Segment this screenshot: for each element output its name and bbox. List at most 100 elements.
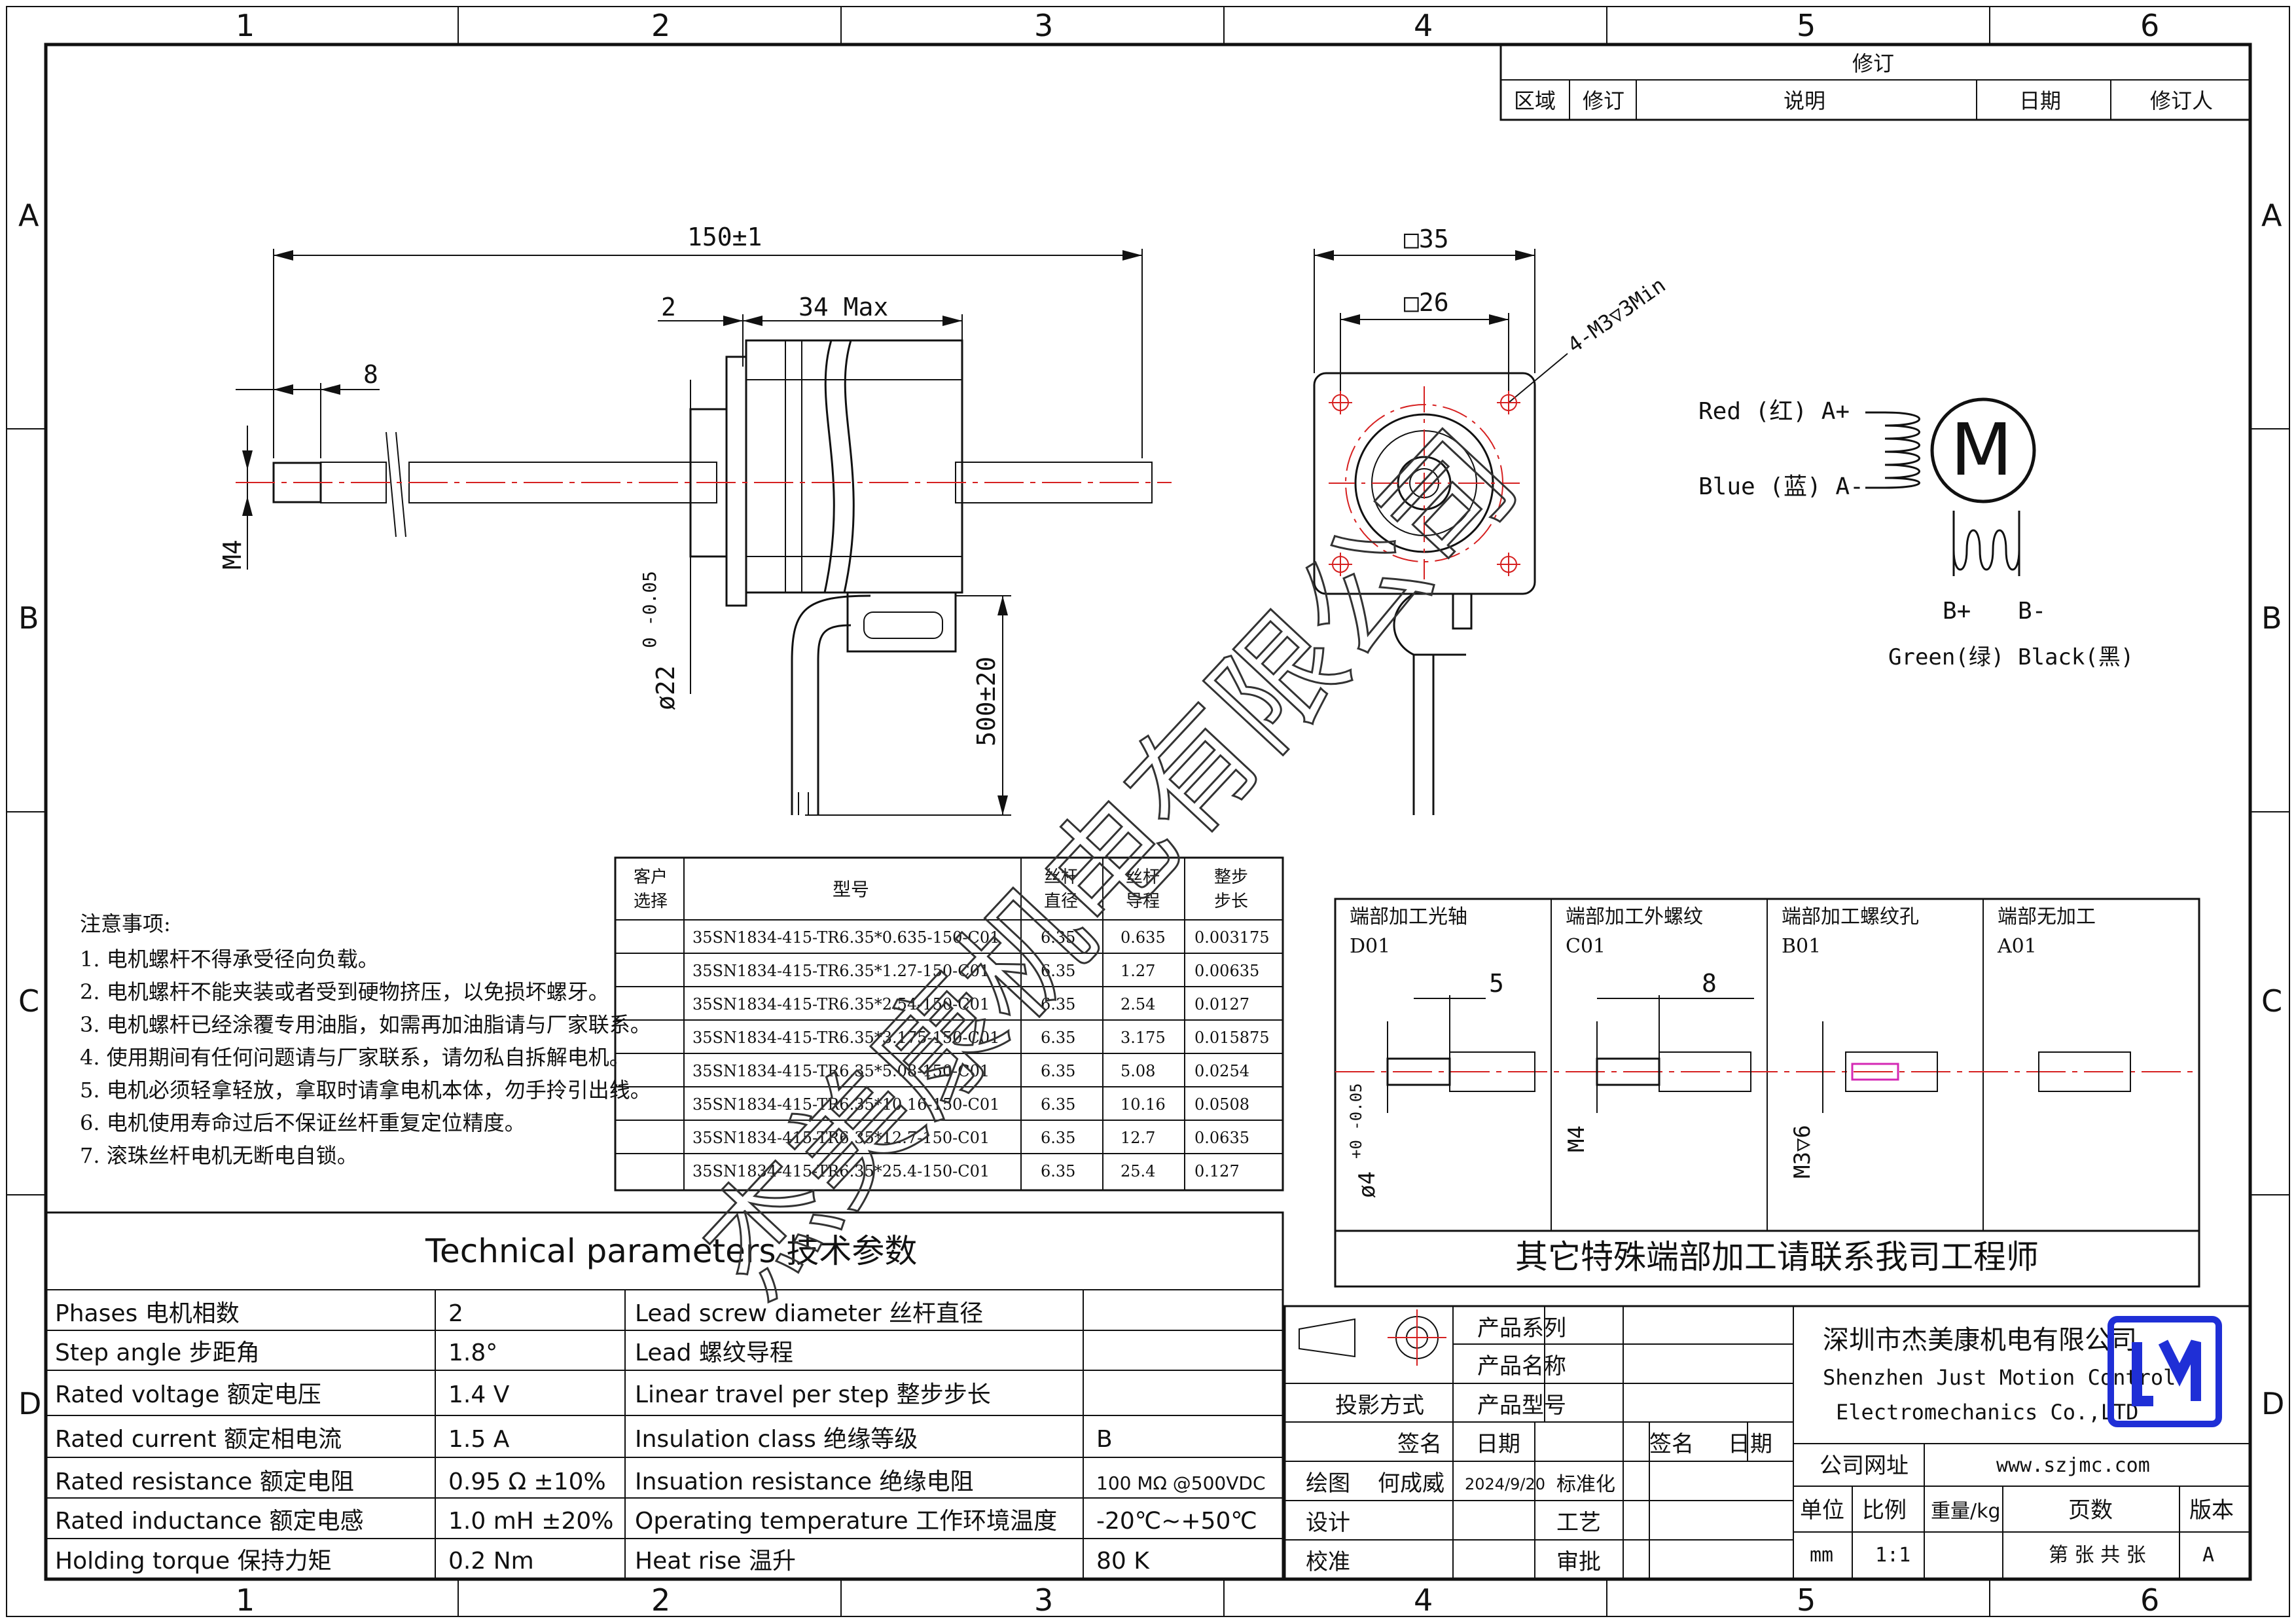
tech-param-label: Rated current 额定相电流 <box>55 1426 342 1453</box>
tb-sign-label: 签名 <box>1397 1431 1442 1457</box>
frame-row-a: A <box>18 198 39 233</box>
motor-coil-icon <box>1865 397 2036 576</box>
model-cell-type: 35SN1834-415-TR6.35*1.27-150-C01 <box>692 962 990 980</box>
tb-scale: 1:1 <box>1875 1544 1910 1567</box>
tech-param-value: 1.0 mH ±20% <box>448 1508 613 1535</box>
frame-row-d-right: D <box>2261 1386 2284 1421</box>
tb-version: A <box>2202 1544 2214 1567</box>
tb-draw-date: 2024/9/20 <box>1465 1475 1545 1493</box>
tb-product-model: 产品型号 <box>1477 1393 1566 1419</box>
tech-param-label: Operating temperature 工作环境温度 <box>635 1508 1057 1535</box>
frame-row-d: D <box>18 1386 41 1421</box>
end-c01-thread: M4 <box>1564 1125 1590 1152</box>
tech-param-value: 1.8° <box>448 1340 497 1366</box>
frame-col-4-bottom: 4 <box>1414 1582 1433 1618</box>
tech-param-label: Rated inductance 额定电感 <box>55 1508 364 1535</box>
model-cell-type: 35SN1834-415-TR6.35*5.08-150-C01 <box>692 1062 990 1080</box>
side-view: □35 □26 4-M3▽3Min <box>1313 225 1670 815</box>
model-cell-step: 0.003175 <box>1194 928 1270 947</box>
model-header-model: 型号 <box>833 879 869 900</box>
tb-version-label: 版本 <box>2189 1497 2234 1523</box>
frame-row-c-right: C <box>2261 983 2282 1019</box>
model-cell-step: 0.0635 <box>1194 1129 1249 1147</box>
frame-row-a-right: A <box>2261 198 2282 233</box>
frame-col-5: 5 <box>1797 8 1816 43</box>
tech-param-value: 1.4 V <box>448 1381 510 1408</box>
dim-boss-diameter: ø22 <box>651 665 680 710</box>
frame-row-b: B <box>18 600 39 636</box>
tech-param-value: 80 K <box>1096 1548 1150 1575</box>
model-header-diameter-2: 直径 <box>1044 892 1078 911</box>
end-option-code: A01 <box>1997 935 2037 958</box>
model-cell-diameter: 6.35 <box>1041 962 1075 980</box>
note-item: 1. 电机螺杆不得承受径向负载。 <box>80 947 379 972</box>
dim-end-length: 8 <box>363 360 378 389</box>
tb-website-label: 公司网址 <box>1820 1453 1909 1479</box>
tb-pages-label: 页数 <box>2068 1497 2113 1523</box>
end-option-title: 端部加工螺纹孔 <box>1782 905 1919 928</box>
end-option-title: 端部加工光轴 <box>1350 905 1467 928</box>
tech-param-value: 100 MΩ @500VDC <box>1096 1472 1266 1494</box>
wire-b-minus: B- <box>2018 598 2046 625</box>
note-item: 4. 使用期间有任何问题请与厂家联系，请勿私自拆解电机。 <box>80 1045 630 1070</box>
revision-header-date: 日期 <box>2019 88 2061 113</box>
front-view: 150±1 2 34 Max 8 M4 <box>218 223 1172 816</box>
dim-outer-square: □35 <box>1404 225 1449 253</box>
tech-param-value: 2 <box>448 1300 463 1327</box>
model-cell-diameter: 6.35 <box>1041 1129 1075 1147</box>
tb-process-label: 工艺 <box>1556 1510 1601 1536</box>
tb-date-label: 日期 <box>1476 1431 1520 1457</box>
end-option-code: C01 <box>1566 935 1605 958</box>
model-cell-type: 35SN1834-415-TR6.35*3.175-150-C01 <box>692 1029 999 1047</box>
model-cell-diameter: 6.35 <box>1041 1062 1075 1080</box>
tb-company-en-1: Shenzhen Just Motion Control <box>1823 1365 2176 1390</box>
end-d01-length: 5 <box>1489 969 1504 998</box>
model-cell-type: 35SN1834-415-TR6.35*0.635-150-C01 <box>692 928 999 947</box>
tb-design-label: 设计 <box>1306 1510 1350 1536</box>
model-cell-diameter: 6.35 <box>1041 928 1075 947</box>
end-d01-diameter: ø4 <box>1354 1171 1380 1198</box>
model-cell-type: 35SN1834-415-TR6.35*10.16-150-C01 <box>692 1095 999 1114</box>
model-cell-diameter: 6.35 <box>1041 995 1075 1013</box>
revision-table: 修订 区域 修订 说明 日期 修订人 <box>1499 43 2251 121</box>
frame-col-3: 3 <box>1034 8 1053 43</box>
tb-date-label-2: 日期 <box>1728 1431 1772 1457</box>
model-cell-step: 0.015875 <box>1194 1029 1270 1047</box>
model-cell-lead: 10.16 <box>1121 1095 1166 1114</box>
tb-projection: 投影方式 <box>1335 1393 1424 1419</box>
tb-scale-label: 比例 <box>1862 1497 1907 1523</box>
revision-header-reviser: 修订人 <box>2150 88 2213 113</box>
end-options-block: 端部加工光轴 D01 端部加工外螺纹 C01 端部加工螺纹孔 B01 端部无加工… <box>1334 898 2200 1288</box>
company-watermark: 杰美康机电有限公司 <box>675 405 1544 1322</box>
frame-row-b-right: B <box>2261 600 2282 636</box>
model-cell-diameter: 6.35 <box>1041 1029 1075 1047</box>
tech-param-label: Rated voltage 额定电压 <box>55 1381 321 1408</box>
tech-param-value: -20℃~+50℃ <box>1096 1508 1257 1535</box>
model-cell-lead: 12.7 <box>1121 1129 1155 1147</box>
tb-product-series: 产品系列 <box>1477 1315 1566 1341</box>
revision-header-rev: 修订 <box>1583 88 1624 113</box>
revision-header-area: 区域 <box>1514 88 1556 113</box>
end-option-title: 端部加工外螺纹 <box>1566 905 1703 928</box>
tech-param-label: Heat rise 温升 <box>635 1548 796 1575</box>
note-item: 7. 滚珠丝杆电机无断电自锁。 <box>80 1143 358 1168</box>
dim-mounting-holes: 4-M3▽3Min <box>1563 272 1670 358</box>
tb-draw-label: 绘图 <box>1306 1470 1350 1497</box>
frame-col-6: 6 <box>2140 8 2159 43</box>
model-header-step-2: 步长 <box>1214 892 1248 911</box>
dim-thread: M4 <box>218 539 247 570</box>
tb-approve-label: 审批 <box>1556 1549 1601 1575</box>
end-d01-tolerance: +0 -0.05 <box>1347 1083 1365 1159</box>
motor-symbol: M <box>1950 408 2013 492</box>
model-cell-lead: 5.08 <box>1121 1062 1155 1080</box>
model-table: 客户 选择 型号 丝杆 直径 丝杆 导程 整步 步长 35SN1834-415-… <box>614 856 1284 1192</box>
model-cell-diameter: 6.35 <box>1041 1095 1075 1114</box>
revision-header-desc: 说明 <box>1784 88 1825 113</box>
wiring-diagram: Red (红) A+ Blue (蓝) A- M B+ B- Green(绿) … <box>1698 397 2134 670</box>
model-header-select-2: 选择 <box>634 892 668 911</box>
model-cell-step: 0.127 <box>1194 1162 1240 1180</box>
wire-blue-label: Blue (蓝) A- <box>1698 473 1864 500</box>
tech-param-value: 0.2 Nm <box>448 1548 534 1575</box>
end-option-title: 端部无加工 <box>1998 905 2096 928</box>
